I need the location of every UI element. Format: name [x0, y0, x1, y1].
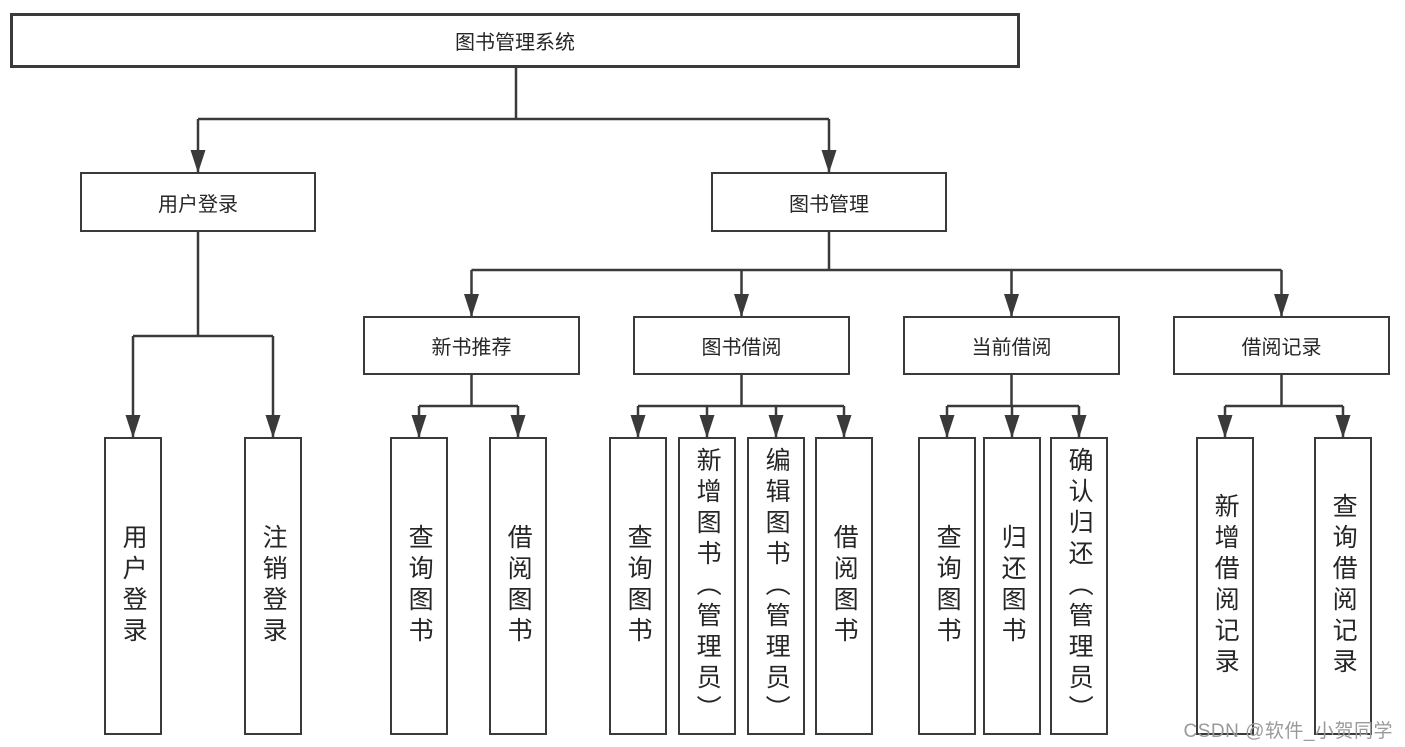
leaf-label: 归还图书: [998, 524, 1027, 648]
connector-root-to-level2: [196, 68, 831, 173]
leaf-label: 用户登录: [119, 524, 148, 648]
node-borrow-records: 借阅记录: [1173, 316, 1390, 375]
leaf-label: 查询图书: [405, 524, 434, 648]
leaf-query-books-borrow: 查询图书: [609, 437, 667, 735]
node-root-system: 图书管理系统: [10, 13, 1020, 68]
connector-new-book-recommend-to-leaves: [417, 375, 520, 438]
leaf-label: 新增借阅记录: [1211, 493, 1240, 679]
leaf-label: 注销登录: [259, 524, 288, 648]
node-book-management: 图书管理: [711, 172, 947, 232]
leaf-label: 编辑图书（管理员）: [762, 446, 791, 726]
connector-user-login-to-leaves: [131, 232, 275, 438]
node-root-label: 图书管理系统: [455, 32, 575, 54]
leaf-label: 确认归还（管理员）: [1065, 446, 1094, 726]
leaf-user-login: 用户登录: [104, 437, 162, 735]
leaf-query-books-current: 查询图书: [918, 437, 976, 735]
leaf-query-books-recommend: 查询图书: [390, 437, 448, 735]
leaf-logout: 注销登录: [244, 437, 302, 735]
csdn-watermark: CSDN @软件_小贺同学: [1183, 721, 1393, 742]
leaf-borrow-books: 借阅图书: [815, 437, 873, 735]
node-label: 当前借阅: [971, 337, 1052, 359]
node-current-borrow: 当前借阅: [903, 316, 1120, 375]
leaf-borrow-books-recommend: 借阅图书: [489, 437, 547, 735]
node-new-book-recommend: 新书推荐: [363, 316, 580, 375]
leaf-label: 查询借阅记录: [1329, 493, 1358, 679]
leaf-add-borrow-record: 新增借阅记录: [1196, 437, 1254, 735]
node-user-login: 用户登录: [80, 172, 316, 232]
node-label: 借阅记录: [1241, 337, 1322, 359]
node-book-borrow: 图书借阅: [633, 316, 850, 375]
connector-borrow-records-to-leaves: [1223, 375, 1345, 438]
leaf-label: 借阅图书: [830, 524, 859, 648]
arrowheads: [125, 150, 1351, 438]
leaf-edit-books-admin: 编辑图书（管理员）: [747, 437, 805, 735]
leaf-query-borrow-record: 查询借阅记录: [1314, 437, 1372, 735]
leaf-add-books-admin: 新增图书（管理员）: [678, 437, 736, 735]
connector-book-management-to-level3: [470, 232, 1283, 317]
leaf-label: 查询图书: [624, 524, 653, 648]
node-label: 图书管理: [789, 193, 869, 216]
leaf-return-books: 归还图书: [983, 437, 1041, 735]
connector-book-borrow-to-leaves: [636, 375, 846, 438]
leaf-label: 借阅图书: [504, 524, 533, 648]
node-label: 用户登录: [158, 193, 238, 216]
leaf-confirm-return-admin: 确认归还（管理员）: [1050, 437, 1108, 735]
node-label: 图书借阅: [701, 337, 782, 359]
leaf-label: 查询图书: [933, 524, 962, 648]
node-label: 新书推荐: [431, 337, 512, 359]
leaf-label: 新增图书（管理员）: [693, 446, 722, 726]
